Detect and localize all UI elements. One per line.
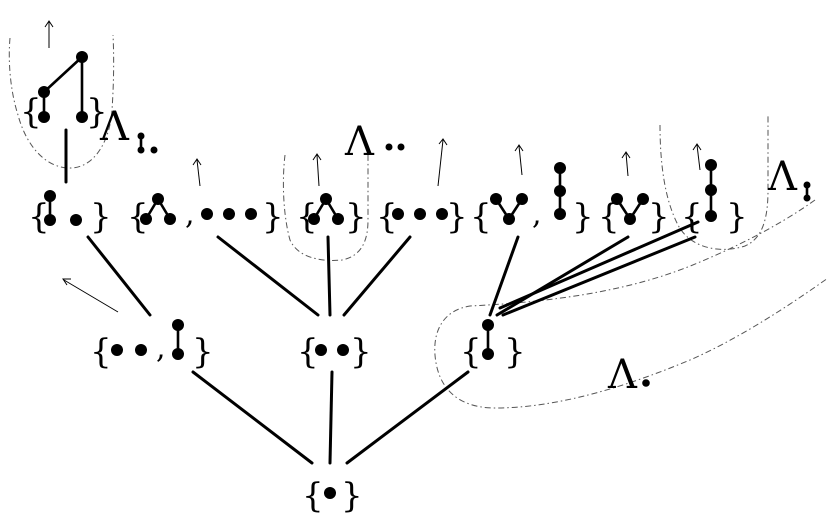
arrow-diagonal [63,279,119,313]
node-level1-right: { } [460,319,526,372]
arrow-head [62,278,71,286]
lambda-label-top-left: Λ [99,104,130,150]
arrow-up [437,139,444,187]
svg-text:}: } [504,332,526,372]
svg-text:}: } [726,197,748,237]
arrow-up [518,145,523,176]
region-lambda-two-chain-plus-point [8,34,115,169]
arrow-head [44,20,54,28]
svg-text:}: } [648,197,670,237]
lambda-label-middle: Λ [344,119,375,165]
svg-text:{: { [296,197,318,237]
svg-text:}: } [192,332,214,372]
node-level2-e: { , } [470,162,594,237]
node-level2-a: { } [28,190,112,237]
node-level3-a: { } [20,51,108,132]
svg-text:{: { [598,197,620,237]
node-level2-c: { } [296,193,367,237]
node-level1-left: { , } [90,319,214,372]
svg-text:{: { [127,197,149,237]
svg-text:,: , [156,331,166,366]
arrow-up [696,144,701,171]
edge-level1-right-level2-f [495,235,630,317]
arrow-head [514,144,524,152]
lambda-label-right: Λ [767,154,798,200]
arrow-up [316,154,320,187]
node-level2-b: { , } [127,193,284,237]
node-level2-d: { } [376,197,468,237]
node-level1-mid: { } [297,332,372,372]
svg-text:{: { [470,197,492,237]
node-level2-g: { } [681,159,748,237]
lambda-subscript-poset [137,132,158,154]
svg-text:}: } [345,197,367,237]
arrow-head [312,153,322,161]
svg-text:,: , [532,197,542,232]
edge-root-level1-mid [328,370,334,465]
node-root: { } [302,476,363,516]
edge-root-level1-left [191,370,314,465]
edge-level1-left-level2-a [86,235,152,317]
edge-level1-mid-level2-c [326,235,332,317]
edge-root-level1-right [345,370,470,465]
edge-level1-mid-level2-d [342,235,412,317]
edge-level1-right-level2-g [501,235,697,317]
svg-text:{: { [28,197,50,237]
svg-text:}: } [86,92,108,132]
svg-text:}: } [446,197,468,237]
svg-text:,: , [185,197,195,232]
lambda-label-bottom-right: Λ [607,352,638,398]
node-level2-f: { } [598,193,670,237]
svg-text:{: { [681,197,703,237]
edge-right-extra [498,220,700,310]
svg-text:}: } [341,476,363,516]
lambda-subscript-poset [803,181,811,202]
svg-text:{: { [302,476,324,516]
edge-level1-right-level2-e [488,235,520,317]
region-lambda-two-antichain [282,152,369,261]
svg-text:}: } [90,197,112,237]
lambda-subscript-poset [385,143,405,151]
svg-text:{: { [460,332,482,372]
arrow-head [692,143,702,151]
region-lambda-singleton [434,199,829,409]
arrow-head [438,138,448,146]
svg-text:}: } [572,197,594,237]
edge-level1-mid-level2-b [216,235,320,317]
svg-text:}: } [350,332,372,372]
svg-text:{: { [90,332,112,372]
arrow-up [625,152,629,177]
arrow-head [192,158,202,166]
svg-text:}: } [262,197,284,237]
lambda-subscript-poset [642,379,650,387]
svg-text:{: { [20,92,42,132]
arrow-head [621,151,631,159]
svg-text:{: { [376,197,398,237]
arrow-up [196,159,201,187]
region-lambda-three-chain [659,115,769,250]
svg-text:{: { [297,332,319,372]
